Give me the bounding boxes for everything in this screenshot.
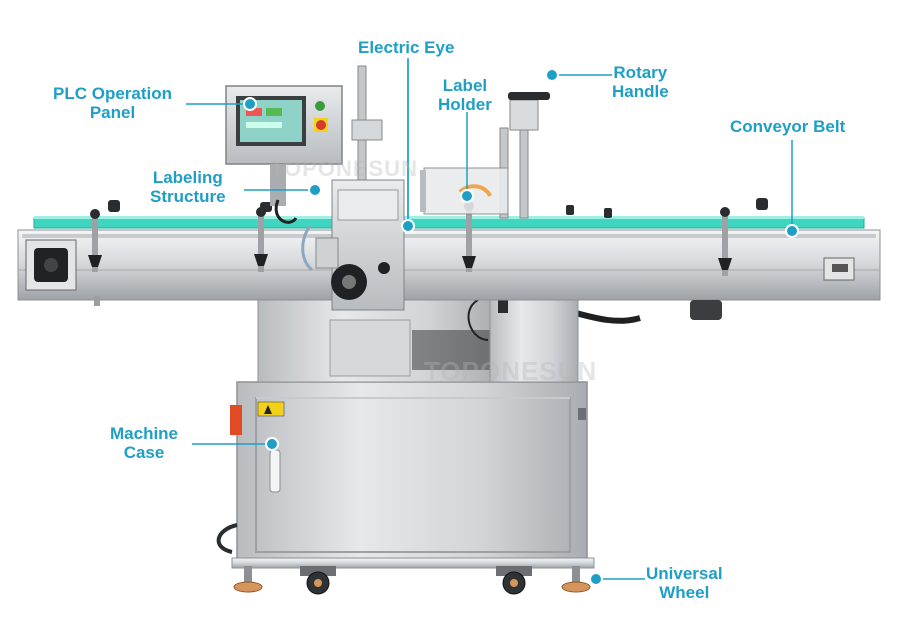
guide-rail-posts [88, 198, 768, 276]
callout-text: Machine [110, 424, 179, 443]
conveyor-frame [17, 216, 881, 320]
feet-and-wheels [233, 566, 591, 595]
watermark-upper: TOPONESUN [270, 156, 418, 181]
callout-machine-case: Machine Case [110, 424, 178, 462]
label-holder-illustration [420, 92, 550, 219]
callout-rotary-handle: Rotary Handle [612, 63, 669, 101]
callout-conveyor-belt: Conveyor Belt [730, 117, 845, 136]
callout-text: Case [123, 443, 165, 462]
callout-text: Conveyor Belt [730, 117, 846, 136]
callout-dots [243, 68, 799, 586]
warning-sticker-icon [264, 405, 272, 414]
callout-text: PLC Operation [53, 84, 173, 103]
callout-plc-operation-panel: PLC Operation Panel [53, 84, 172, 122]
callout-text: Universal [646, 564, 723, 583]
callout-text: Handle [612, 82, 669, 101]
callout-text: Rotary [613, 63, 668, 82]
callout-text: Electric Eye [358, 38, 455, 57]
plc-panel-illustration [225, 85, 343, 224]
callout-text: Holder [438, 95, 492, 114]
callout-text: Wheel [659, 583, 710, 602]
watermark-lower: TOPONESUN [424, 356, 598, 386]
callout-electric-eye: Electric Eye [358, 38, 454, 57]
callout-label-holder: Label Holder [438, 76, 492, 114]
callout-lines [186, 58, 793, 580]
callout-text: Panel [89, 103, 136, 122]
callout-text: Label [442, 76, 488, 95]
callout-text: Labeling [152, 168, 223, 187]
callout-universal-wheel: Universal Wheel [646, 564, 723, 602]
machine-case-body [230, 381, 595, 569]
callout-text: Structure [150, 187, 226, 206]
callout-labeling-structure: Labeling Structure [150, 168, 226, 206]
